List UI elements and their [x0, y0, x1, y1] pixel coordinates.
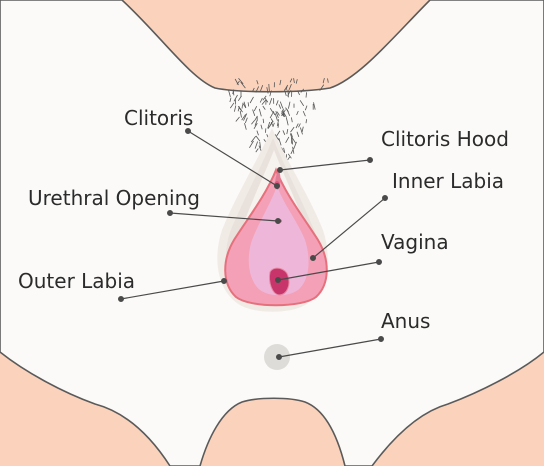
label-clitoris: Clitoris: [124, 106, 193, 130]
label-inner-labia: Inner Labia: [392, 169, 504, 193]
label-vagina: Vagina: [381, 230, 449, 254]
label-clitoris-hood: Clitoris Hood: [381, 127, 509, 151]
label-outer-labia: Outer Labia: [18, 269, 135, 293]
label-anus: Anus: [381, 309, 430, 333]
label-urethral-opening: Urethral Opening: [28, 186, 200, 210]
